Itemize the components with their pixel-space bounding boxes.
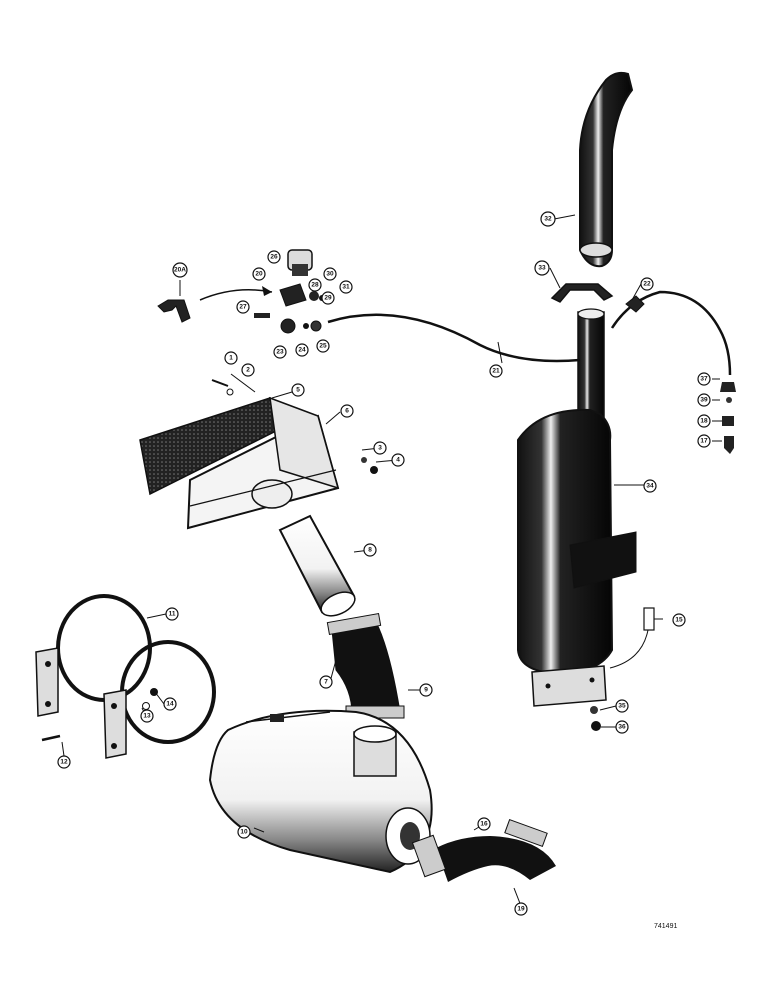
svg-text:23: 23 (276, 349, 284, 356)
temperature-sender-assembly (254, 249, 325, 334)
svg-text:35: 35 (618, 703, 626, 710)
svg-text:3: 3 (378, 445, 382, 452)
callout-10: 10 (237, 825, 251, 839)
svg-text:24: 24 (298, 347, 306, 354)
callout-11: 11 (165, 607, 179, 621)
muffler-mounting-hardware (590, 607, 655, 731)
callout-29: 29 (321, 291, 335, 305)
callout-5: 5 (291, 383, 305, 397)
band-bolt-nut (41, 688, 158, 742)
callout-9: 9 (419, 683, 433, 697)
callout-21: 21 (489, 364, 503, 378)
svg-text:6: 6 (345, 408, 349, 415)
exhaust-stack-pipe (579, 71, 634, 268)
svg-text:8: 8 (368, 547, 372, 554)
svg-text:20: 20 (255, 271, 263, 278)
svg-text:28: 28 (311, 282, 319, 289)
callout-20a: 20A (172, 262, 188, 278)
callout-20: 20 (252, 267, 266, 281)
callout-4: 4 (391, 453, 405, 467)
callout-19: 19 (514, 902, 528, 916)
callout-34: 34 (643, 479, 657, 493)
callout-26: 26 (267, 250, 281, 264)
svg-text:34: 34 (646, 483, 654, 490)
callout-27: 27 (236, 300, 250, 314)
svg-text:10: 10 (240, 829, 248, 836)
callout-16: 16 (477, 817, 491, 831)
svg-text:37: 37 (700, 376, 708, 383)
callout-18: 18 (697, 414, 711, 428)
svg-text:17: 17 (700, 438, 708, 445)
callout-7: 7 (319, 675, 333, 689)
svg-text:30: 30 (326, 271, 334, 278)
callout-31: 31 (339, 280, 353, 294)
svg-text:4: 4 (396, 457, 400, 464)
svg-text:39: 39 (700, 397, 708, 404)
intake-elbow-hose (326, 612, 405, 719)
svg-text:11: 11 (169, 611, 176, 618)
svg-text:18: 18 (700, 418, 708, 425)
svg-text:31: 31 (342, 284, 350, 291)
sender-bracket (157, 286, 273, 323)
svg-text:29: 29 (324, 295, 332, 302)
callout-14: 14 (163, 697, 177, 711)
svg-text:36: 36 (618, 724, 626, 731)
svg-text:9: 9 (424, 687, 428, 694)
callout-8: 8 (363, 543, 377, 557)
svg-text:26: 26 (270, 254, 278, 261)
callout-13: 13 (140, 709, 154, 723)
callout-15: 15 (672, 613, 686, 627)
svg-text:13: 13 (143, 713, 151, 720)
callout-33: 33 (534, 260, 550, 276)
callout-6: 6 (340, 404, 354, 418)
intake-tube (278, 514, 356, 617)
callout-36: 36 (615, 720, 629, 734)
figure-number: 741491 (654, 923, 677, 930)
callout-1: 1 (224, 351, 238, 365)
svg-text:14: 14 (166, 701, 174, 708)
callout-23: 23 (273, 345, 287, 359)
svg-text:33: 33 (538, 265, 546, 272)
callout-25: 25 (316, 339, 330, 353)
callout-32: 32 (540, 211, 556, 227)
temperature-sender-cable (327, 290, 732, 376)
callout-30: 30 (323, 267, 337, 281)
intake-hood-bracket (186, 396, 340, 530)
muffler (517, 308, 637, 707)
callout-3: 3 (373, 441, 387, 455)
svg-text:21: 21 (492, 368, 500, 375)
air-cleaner-mounting-bands (35, 594, 216, 759)
svg-text:32: 32 (544, 216, 552, 223)
callout-22: 22 (640, 277, 654, 291)
bolts-and-washers (211, 379, 378, 474)
air-cleaner-outlet-hose (411, 818, 556, 882)
svg-text:16: 16 (480, 821, 488, 828)
svg-text:7: 7 (324, 679, 328, 686)
callout-2: 2 (241, 363, 255, 377)
svg-text:25: 25 (319, 343, 327, 350)
svg-text:22: 22 (643, 281, 651, 288)
cable-end-fittings (720, 382, 736, 454)
svg-text:15: 15 (675, 617, 683, 624)
svg-text:20A: 20A (174, 267, 186, 274)
stack-clamp (550, 283, 614, 303)
svg-text:2: 2 (246, 367, 250, 374)
air-cleaner (208, 709, 433, 874)
svg-text:1: 1 (229, 355, 233, 362)
svg-text:27: 27 (239, 304, 247, 311)
callout-24: 24 (295, 343, 309, 357)
callout-28: 28 (308, 278, 322, 292)
callout-39: 39 (697, 393, 711, 407)
svg-text:5: 5 (296, 387, 300, 394)
callout-35: 35 (615, 699, 629, 713)
callout-37: 37 (697, 372, 711, 386)
callout-17: 17 (697, 434, 711, 448)
svg-text:12: 12 (60, 759, 68, 766)
svg-text:19: 19 (517, 906, 525, 913)
callout-12: 12 (57, 755, 71, 769)
